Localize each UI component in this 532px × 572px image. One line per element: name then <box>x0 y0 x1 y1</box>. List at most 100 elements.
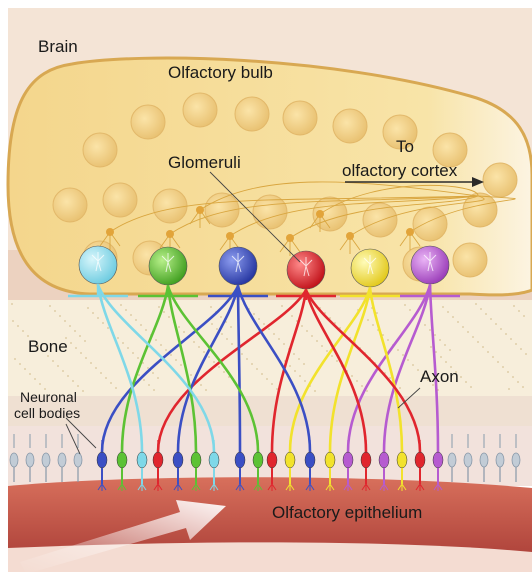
bone-speck <box>502 366 504 368</box>
bone-speck <box>520 348 522 350</box>
label-olfactory-cortex: olfactory cortex <box>342 161 458 180</box>
bone-speck <box>49 305 51 307</box>
bone-speck <box>278 338 280 340</box>
bone-speck <box>444 344 446 346</box>
bulb-glomerulus <box>453 243 487 277</box>
bone-speck <box>518 310 520 312</box>
bone-speck <box>157 377 159 379</box>
bone-speck <box>467 331 469 333</box>
bone-speck <box>39 383 41 385</box>
bone-speck <box>210 306 212 308</box>
bulb-glomerulus <box>83 133 117 167</box>
bone-speck <box>261 373 263 375</box>
bone-speck <box>218 366 220 368</box>
bone-speck <box>79 335 81 337</box>
mitral-cell-body <box>196 206 204 214</box>
bone-speck <box>82 390 84 392</box>
bone-speck <box>87 307 89 309</box>
background-neuron <box>58 453 66 467</box>
bone-speck <box>449 349 451 351</box>
background-neuron <box>496 453 504 467</box>
bone-speck <box>430 346 432 348</box>
bone-speck <box>110 382 112 384</box>
bone-speck <box>372 324 374 326</box>
bone-speck <box>117 337 119 339</box>
bone-speck <box>525 353 527 355</box>
bone-speck <box>105 377 107 379</box>
label-to: To <box>396 137 414 156</box>
bone-speck <box>54 310 56 312</box>
background-neuron <box>10 453 18 467</box>
receptor-cell-body <box>97 452 107 468</box>
receptor-cell-body <box>267 452 277 468</box>
bone-speck <box>107 327 109 329</box>
glomerulus-red <box>287 251 325 289</box>
bone-speck <box>231 343 233 345</box>
bone-speck <box>429 329 431 331</box>
bone-speck <box>412 364 414 366</box>
bone-speck <box>424 324 426 326</box>
bone-speck <box>130 314 132 316</box>
mitral-cell-body <box>166 230 174 238</box>
bone-speck <box>251 363 253 365</box>
bone-speck <box>281 305 283 307</box>
bone-speck <box>522 386 524 388</box>
bone-speck <box>120 304 122 306</box>
bone-speck <box>482 346 484 348</box>
bone-speck <box>508 388 510 390</box>
bone-speck <box>367 319 369 321</box>
bone-speck <box>67 375 69 377</box>
bone-speck <box>402 354 404 356</box>
bulb-glomerulus <box>183 93 217 127</box>
bone-speck <box>14 358 16 360</box>
bone-speck <box>351 375 353 377</box>
bone-speck <box>198 346 200 348</box>
bone-speck <box>268 328 270 330</box>
label-olfactory-epithelium: Olfactory epithelium <box>272 503 422 522</box>
bone-speck <box>17 325 19 327</box>
bone-speck <box>283 343 285 345</box>
receptor-cell-body <box>325 452 335 468</box>
bone-speck <box>190 374 192 376</box>
receptor-cell-body <box>191 452 201 468</box>
background-neuron <box>480 453 488 467</box>
bone-speck <box>216 328 218 330</box>
bone-speck <box>140 324 142 326</box>
background-neuron <box>26 453 34 467</box>
receptor-cell-body <box>209 452 219 468</box>
receptor-cell-body <box>137 452 147 468</box>
bone-speck <box>409 309 411 311</box>
bone-speck <box>475 303 477 305</box>
bone-speck <box>221 333 223 335</box>
bone-speck <box>293 353 295 355</box>
bone-speck <box>492 356 494 358</box>
bone-speck <box>77 385 79 387</box>
bone-speck <box>165 349 167 351</box>
bone-speck <box>256 368 258 370</box>
bulb-glomerulus <box>53 188 87 222</box>
label-olfactory-bulb: Olfactory bulb <box>168 63 273 82</box>
receptor-cell-body <box>343 452 353 468</box>
bone-speck <box>472 336 474 338</box>
bone-speck <box>200 384 202 386</box>
receptor-cell-body <box>285 452 295 468</box>
mitral-cell-body <box>106 228 114 236</box>
receptor-cell-body <box>397 452 407 468</box>
bone-speck <box>85 357 87 359</box>
receptor-cell-body <box>415 452 425 468</box>
bone-speck <box>74 330 76 332</box>
bone-speck <box>147 367 149 369</box>
background-neuron <box>74 453 82 467</box>
bone-speck <box>407 359 409 361</box>
bone-speck <box>301 325 303 327</box>
bone-speck <box>452 316 454 318</box>
bone-speck <box>127 347 129 349</box>
bone-speck <box>495 323 497 325</box>
bone-speck <box>477 341 479 343</box>
bone-speck <box>203 351 205 353</box>
bone-speck <box>434 334 436 336</box>
receptor-cell-body <box>173 452 183 468</box>
background-neuron <box>512 453 520 467</box>
bone-speck <box>62 370 64 372</box>
bone-speck <box>273 333 275 335</box>
